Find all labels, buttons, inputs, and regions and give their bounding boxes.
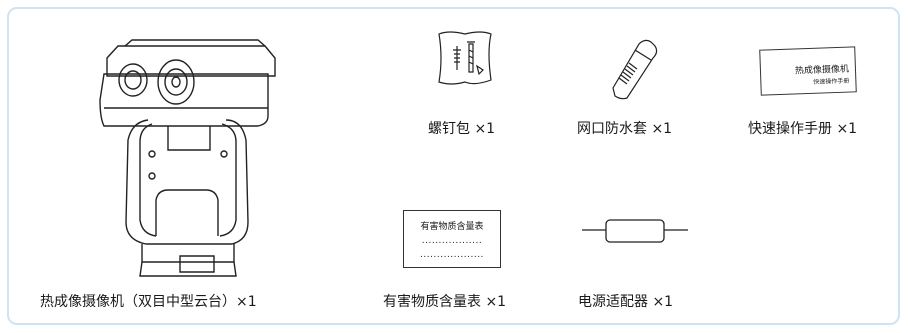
hazard-card-dots-2: ................... [420,250,484,260]
power-adapter-item [580,210,690,250]
hazard-table-card-icon: 有害物质含量表 .................. .............… [403,210,501,268]
power-adapter-label: 电源适配器 ×1 [578,294,674,310]
package-contents-panel [7,7,900,325]
hazard-table-label: 有害物质含量表 ×1 [383,294,507,310]
camera-label: 热成像摄像机（双目中型云台）×1 [40,294,257,310]
quick-manual-label: 快速操作手册 ×1 [748,121,858,137]
screw-bag-icon [438,31,492,85]
quick-guide-booklet-icon: 热成像摄像机 快速操作手册 [759,46,857,96]
waterproof-sleeve-item [605,38,660,100]
power-adapter-icon [582,219,688,243]
manual-cover-subtitle: 快速操作手册 [813,77,850,86]
hazard-card-dots-1: .................. [421,236,483,246]
waterproof-sleeve-label: 网口防水套 ×1 [577,121,673,137]
quick-manual-item: 热成像摄像机 快速操作手册 [759,46,860,98]
screw-bag-label: 螺钉包 ×1 [428,121,496,137]
manual-cover-title: 热成像摄像机 [794,64,850,77]
hazard-card-title: 有害物质含量表 [420,222,484,232]
network-waterproof-sleeve-icon [612,39,658,100]
screw-bag-item [435,28,495,88]
